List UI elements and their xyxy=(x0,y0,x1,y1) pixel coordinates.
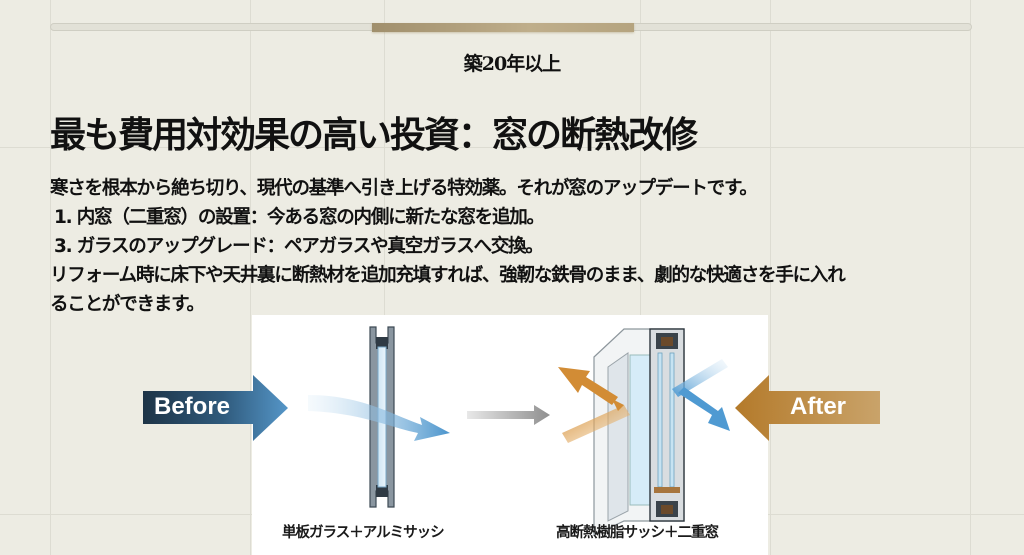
grid-line xyxy=(770,0,771,555)
after-arrow-icon xyxy=(735,375,880,441)
heat-retained-arrow-icon xyxy=(558,367,618,405)
slide-progress-fill xyxy=(372,23,634,32)
transition-arrow-icon xyxy=(467,405,550,425)
slide-body: 寒さを根本から絶ち切り、現代の基準へ引き上げる特効薬。それが窓のアップデートです… xyxy=(50,174,980,319)
list-item: 1. 内窓（二重窓）の設置：今ある窓の内側に新たな窓を追加。 xyxy=(54,207,545,228)
body-closing-cont: ることができます。 xyxy=(50,294,205,315)
body-intro: 寒さを根本から絶ち切り、現代の基準へ引き上げる特効薬。それが窓のアップデートです… xyxy=(50,178,758,199)
grid-line xyxy=(640,0,641,555)
grid-line xyxy=(970,0,971,555)
after-caption: 高断熱樹脂サッシ＋二重窓 xyxy=(556,525,719,541)
list-item: 3. ガラスのアップグレード：ペアガラスや真空ガラスへ交換。 xyxy=(54,236,544,257)
grid-line xyxy=(250,0,251,555)
slide-title: 最も費用対効果の高い投資：窓の断熱改修 xyxy=(50,114,698,156)
after-label: After xyxy=(790,393,847,420)
slide-subtitle: 築20年以上 xyxy=(463,53,561,75)
body-closing: リフォーム時に床下や天井裏に断熱材を追加充填すれば、強靭な鉄骨のまま、劇的な快適… xyxy=(50,265,846,286)
cold-blocked-arrow-icon xyxy=(672,359,728,397)
grid-line xyxy=(0,147,1024,148)
heat-loss-flow-icon xyxy=(308,395,450,441)
before-label: Before xyxy=(154,393,231,420)
before-caption: 単板ガラス＋アルミサッシ xyxy=(282,525,445,541)
before-arrow-icon xyxy=(143,375,288,441)
grid-line xyxy=(384,0,385,555)
insulated-window-icon xyxy=(593,328,685,536)
window-comparison-diagram: 単板ガラス＋アルミサッシ 高断熱樹脂サッシ＋二重窓 xyxy=(252,315,768,555)
grid-line xyxy=(50,0,51,555)
